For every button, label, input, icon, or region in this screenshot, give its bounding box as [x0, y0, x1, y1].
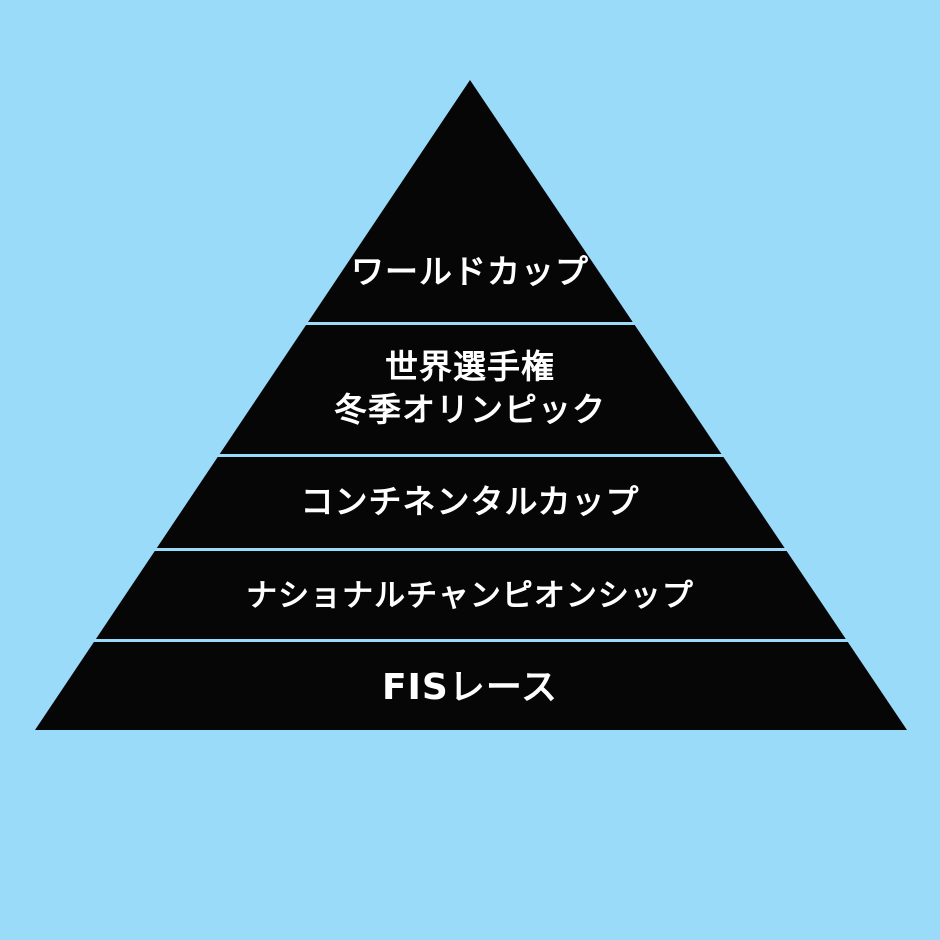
pyramid-shape: [35, 80, 907, 730]
separator: [0, 548, 940, 551]
level-national-championship: ナショナルチャンピオンシップ: [246, 578, 694, 614]
level-world-championships: 世界選手権: [385, 347, 555, 386]
level-fis-race: FISレース: [381, 667, 559, 708]
level-world-cup: ワールドカップ: [351, 252, 589, 291]
separator: [0, 454, 940, 457]
separator: [0, 322, 940, 325]
level-continental-cup: コンチネンタルカップ: [300, 482, 640, 521]
level-winter-olympics: 冬季オリンピック: [334, 390, 606, 429]
separator: [0, 639, 940, 642]
